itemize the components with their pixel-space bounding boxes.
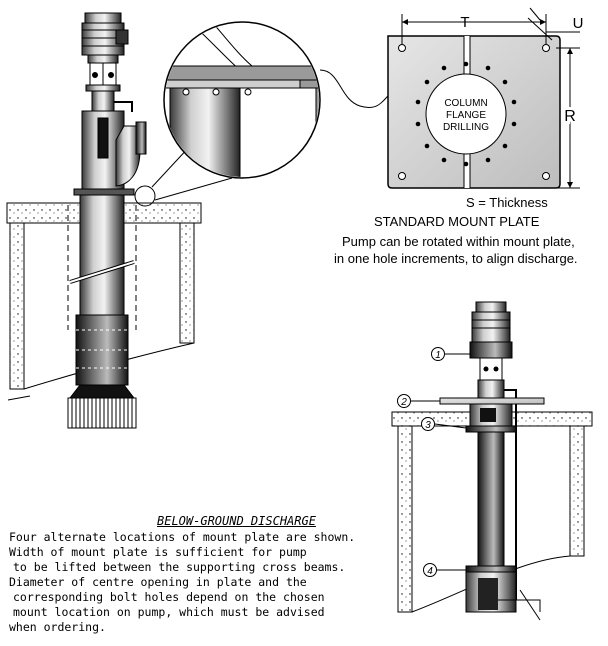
detail-magnifier — [134, 21, 393, 207]
below-ground-heading: BELOW-GROUND DISCHARGE — [157, 514, 316, 528]
callout-4: 4 — [423, 563, 466, 577]
left-pump — [67, 12, 147, 429]
dim-t-label: T — [460, 14, 469, 31]
plate-center-text-2: FLANGE — [446, 110, 486, 121]
below-ground-line-5: corresponding bolt holes depend on the c… — [13, 590, 325, 604]
plate-center-text-3: DRILLING — [443, 122, 489, 133]
below-ground-line-3: to be lifted between the supporting cros… — [13, 560, 346, 574]
callout-1: 1 — [431, 347, 470, 361]
right-pump — [439, 301, 545, 621]
callout-2: 2 — [397, 394, 440, 408]
callout-3-label: 3 — [425, 420, 431, 431]
below-ground-line-1: Four alternate locations of mount plate … — [9, 530, 356, 544]
below-ground-line-2: Width of mount plate is sufficient for p… — [9, 545, 307, 559]
mount-plate — [387, 7, 580, 189]
mount-plate-title: STANDARD MOUNT PLATE — [374, 214, 540, 229]
plate-center-text-1: COLUMN — [444, 98, 487, 109]
left-pit — [6, 202, 202, 401]
mount-plate-note-line-2: in one hole increments, to align dischar… — [334, 251, 578, 266]
callout-4-label: 4 — [427, 566, 433, 577]
callout-3: 3 — [421, 417, 467, 431]
dim-r-label: R — [564, 108, 576, 125]
thickness-note: S = Thickness — [466, 195, 548, 210]
callout-1-label: 1 — [435, 350, 441, 361]
dim-u-label: U — [573, 15, 584, 32]
below-ground-line-4: Diameter of centre opening in plate and … — [9, 575, 307, 589]
below-ground-line-6: mount location on pump, which must be ad… — [13, 605, 325, 619]
mount-plate-note-line-1: Pump can be rotated within mount plate, — [342, 234, 575, 249]
below-ground-line-7: when ordering. — [9, 620, 106, 634]
callout-2-label: 2 — [400, 397, 407, 408]
